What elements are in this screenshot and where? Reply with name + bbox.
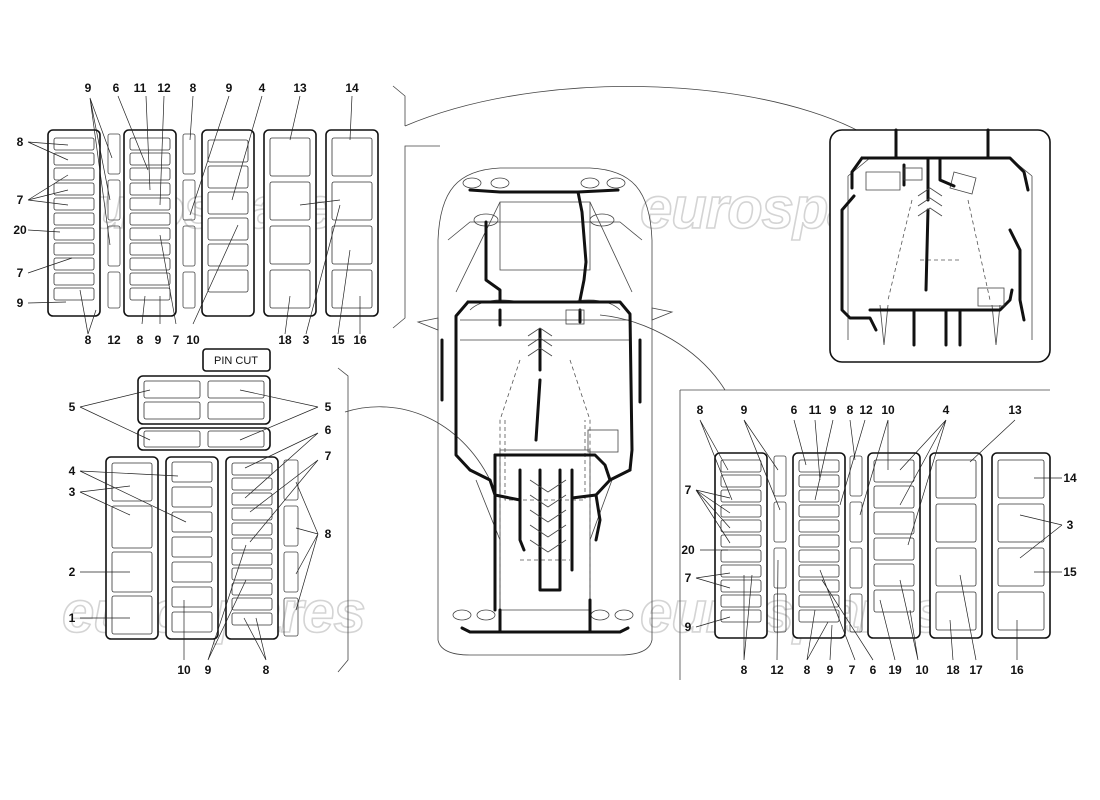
callout-label: 8 <box>190 81 197 95</box>
callout-label: 3 <box>69 485 76 499</box>
callout-label: 10 <box>915 663 929 677</box>
fuse-panel-bottom-right: 8 9 6 11 9 8 12 10 4 13 7 20 7 9 14 3 15… <box>681 403 1077 677</box>
callout-label: 10 <box>881 403 895 417</box>
callout-labels: 5 4 3 2 1 5 6 7 8 10 9 8 <box>69 400 332 677</box>
callout-label: 9 <box>85 81 92 95</box>
callout-label: 2 <box>69 565 76 579</box>
callout-label: 6 <box>325 423 332 437</box>
callout-label: 8 <box>741 663 748 677</box>
callout-label: 18 <box>278 333 292 347</box>
callout-label: 12 <box>107 333 121 347</box>
callout-label: 7 <box>685 571 692 585</box>
callout-label: 7 <box>325 449 332 463</box>
callout-label: 1 <box>69 611 76 625</box>
callout-label: 3 <box>303 333 310 347</box>
wiring-harness <box>840 128 1030 347</box>
callout-label: 6 <box>791 403 798 417</box>
callout-label: 7 <box>17 266 24 280</box>
relay-box <box>325 129 379 317</box>
callout-label: 20 <box>13 223 27 237</box>
callout-label: 10 <box>177 663 191 677</box>
callout-label: 11 <box>809 403 822 417</box>
callout-label: 6 <box>870 663 877 677</box>
callout-label: 4 <box>69 464 76 478</box>
callout-label: 16 <box>353 333 367 347</box>
callout-label: 13 <box>1008 403 1022 417</box>
callout-label: 11 <box>134 81 147 95</box>
callout-label: 8 <box>85 333 92 347</box>
callout-label: 8 <box>847 403 854 417</box>
callout-label: 7 <box>849 663 856 677</box>
callout-label: 9 <box>741 403 748 417</box>
callout-label: 17 <box>969 663 983 677</box>
callout-label: 18 <box>946 663 960 677</box>
car-wiring-plan <box>416 167 674 656</box>
callout-label: 12 <box>770 663 784 677</box>
relay-box <box>263 129 317 317</box>
callout-label: 9 <box>17 296 24 310</box>
callout-label: 13 <box>293 81 307 95</box>
callout-label: 8 <box>697 403 704 417</box>
callout-label: 9 <box>226 81 233 95</box>
callout-label: 9 <box>685 620 692 634</box>
callout-labels: 9 6 11 12 8 9 4 13 14 8 7 20 7 9 8 12 8 … <box>13 81 367 347</box>
callout-label: 5 <box>69 400 76 414</box>
callout-label: 6 <box>113 81 120 95</box>
callout-label: 9 <box>827 663 834 677</box>
pin-cut-box <box>202 348 271 372</box>
callout-label: 15 <box>331 333 345 347</box>
callout-label: 7 <box>17 193 24 207</box>
callout-label: 4 <box>943 403 950 417</box>
callout-label: 8 <box>263 663 270 677</box>
callout-label: 5 <box>325 400 332 414</box>
callout-label: 4 <box>259 81 266 95</box>
pin-cut-label: PIN CUT <box>214 355 258 367</box>
fuse-panel-bottom-left: PIN CUT <box>69 348 332 677</box>
callout-label: 8 <box>17 135 24 149</box>
callout-label: 20 <box>681 543 695 557</box>
callout-label: 9 <box>155 333 162 347</box>
callout-label: 9 <box>205 663 212 677</box>
callout-label: 10 <box>186 333 200 347</box>
callout-label: 16 <box>1010 663 1024 677</box>
callout-label: 7 <box>173 333 180 347</box>
inset-frame <box>829 129 1051 363</box>
callout-label: 8 <box>137 333 144 347</box>
detail-inset <box>829 128 1051 363</box>
callout-label: 8 <box>804 663 811 677</box>
callout-label: 8 <box>325 527 332 541</box>
callout-label: 15 <box>1063 565 1077 579</box>
callout-label: 7 <box>685 483 692 497</box>
callout-labels: 8 9 6 11 9 8 12 10 4 13 7 20 7 9 14 3 15… <box>681 403 1077 677</box>
lamp-icon <box>452 177 634 621</box>
fuse-panel-top-left: 9 6 11 12 8 9 4 13 14 8 7 20 7 9 8 12 8 … <box>13 81 379 347</box>
callout-label: 9 <box>830 403 837 417</box>
callout-label: 19 <box>888 663 902 677</box>
callout-label: 12 <box>157 81 171 95</box>
callout-label: 14 <box>1063 471 1077 485</box>
callout-label: 12 <box>859 403 873 417</box>
wiring-harness <box>440 188 642 634</box>
callout-label: 3 <box>1067 518 1074 532</box>
callout-label: 14 <box>345 81 359 95</box>
